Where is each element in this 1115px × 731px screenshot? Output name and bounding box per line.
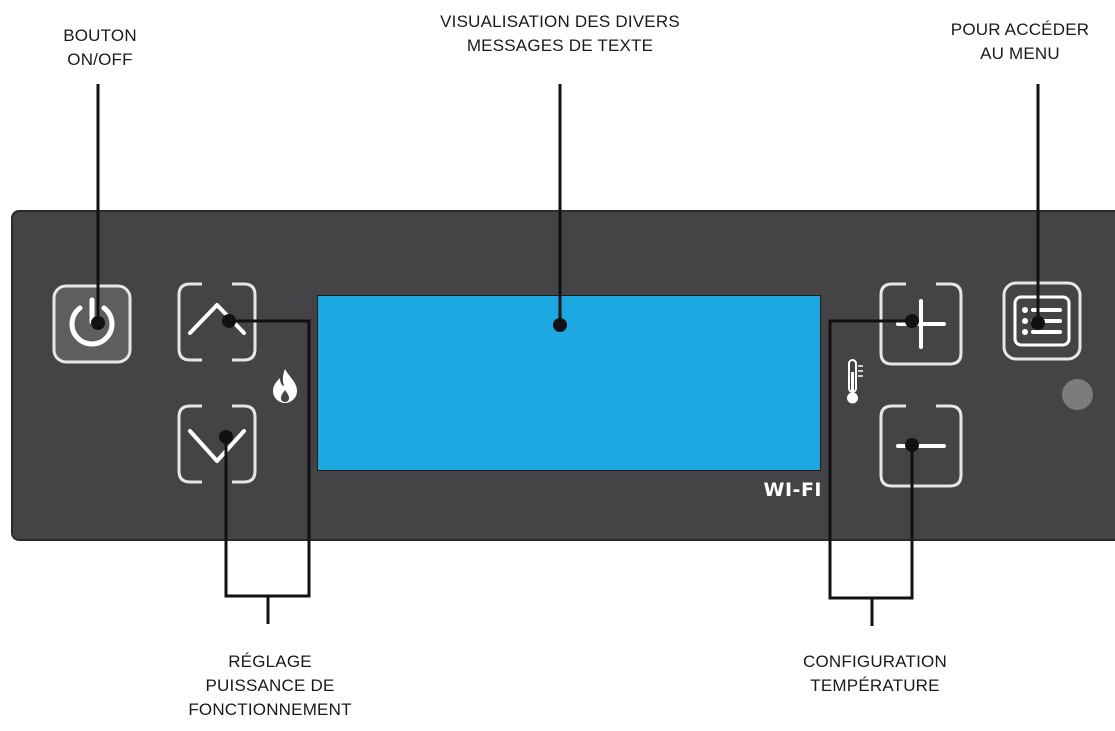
- leader-dot-down: [219, 430, 233, 444]
- leader-dot-on-off: [91, 316, 105, 330]
- leader-temperature-bracket: [828, 319, 914, 600]
- label-display: VISUALISATION DES DIVERS MESSAGES DE TEX…: [380, 10, 740, 58]
- leader-dot-menu: [1031, 316, 1045, 330]
- label-power-setting-line-1: RÉGLAGE: [228, 652, 312, 671]
- label-display-line-2: MESSAGES DE TEXTE: [466, 36, 654, 55]
- label-temperature-line-2: TEMPÉRATURE: [810, 676, 940, 695]
- label-power-setting-line-3: FONCTIONNEMENT: [188, 700, 352, 719]
- label-power-setting-line-2: PUISSANCE DE: [205, 676, 335, 695]
- label-temperature-line-1: CONFIGURATION: [803, 652, 947, 671]
- status-led: [1062, 379, 1093, 410]
- thermometer-icon: [847, 359, 863, 404]
- label-menu-line-1: POUR ACCÉDER: [950, 20, 1090, 39]
- plus-icon: [896, 299, 946, 349]
- temperature-plus-button[interactable]: [878, 281, 964, 367]
- leader-dot-display: [553, 318, 567, 332]
- label-display-line-1: VISUALISATION DES DIVERS: [440, 12, 680, 31]
- label-temperature: CONFIGURATION TEMPÉRATURE: [760, 650, 990, 698]
- text-display-screen: [317, 295, 821, 471]
- power-icon: [69, 297, 115, 347]
- leader-dot-plus: [905, 314, 919, 328]
- leader-power-bracket: [224, 319, 311, 598]
- label-on-off-line-2: ON/OFF: [67, 50, 133, 69]
- leader-dot-minus: [905, 438, 919, 452]
- label-on-off-line-1: BOUTON: [63, 26, 137, 45]
- power-down-button[interactable]: [176, 403, 258, 485]
- flame-icon: [273, 369, 297, 403]
- chevron-down-icon: [188, 429, 246, 463]
- label-menu-line-2: AU MENU: [980, 44, 1060, 63]
- label-power-setting: RÉGLAGE PUISSANCE DE FONCTIONNEMENT: [150, 650, 390, 722]
- leader-dot-up: [222, 314, 236, 328]
- label-on-off: BOUTON ON/OFF: [40, 24, 160, 72]
- label-menu: POUR ACCÉDER AU MENU: [920, 18, 1115, 66]
- wifi-label: WI-FI: [763, 479, 822, 501]
